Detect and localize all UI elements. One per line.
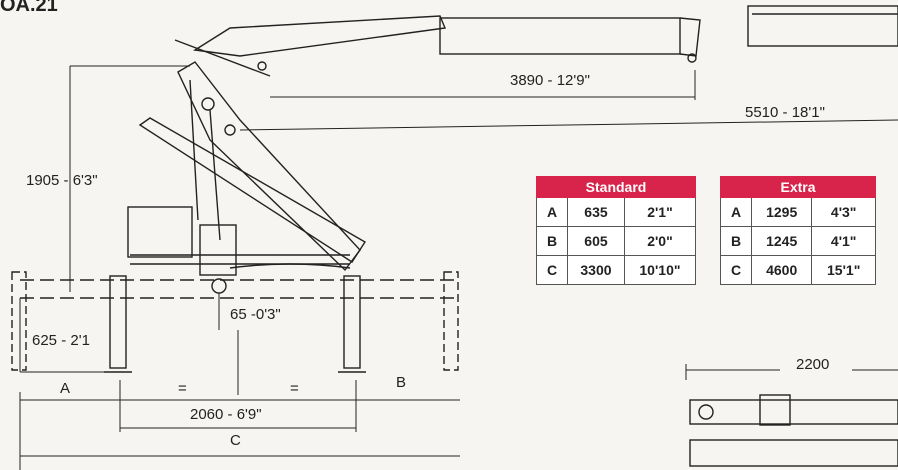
row-key: A bbox=[536, 197, 568, 227]
row-mm: 605 bbox=[567, 226, 625, 256]
label-a: A bbox=[60, 380, 71, 397]
label-c: C bbox=[230, 432, 241, 449]
standard-title: Standard bbox=[536, 176, 696, 198]
top-view bbox=[689, 394, 898, 467]
row-mm: 1295 bbox=[750, 197, 813, 227]
row-key: B bbox=[720, 226, 752, 256]
standard-table: Standard A 635 2'1" B 605 2'0" C 3300 10… bbox=[536, 176, 697, 285]
boom-extended bbox=[174, 5, 898, 77]
row-key: C bbox=[536, 255, 568, 285]
row-ft: 2'0" bbox=[623, 226, 697, 256]
dim-height-1905: 1905 - 6'3" bbox=[26, 172, 98, 189]
table-row: B 605 2'0" bbox=[536, 226, 697, 256]
table-row: A 1295 4'3" bbox=[720, 197, 876, 227]
table-row: C 3300 10'10" bbox=[536, 255, 697, 285]
extra-title: Extra bbox=[720, 176, 876, 198]
row-ft: 2'1" bbox=[623, 197, 697, 227]
table-row: C 4600 15'1" bbox=[720, 255, 876, 285]
table-row: B 1245 4'1" bbox=[720, 226, 876, 256]
dim-reach-3890: 3890 - 12'9" bbox=[510, 72, 590, 89]
row-key: B bbox=[536, 226, 568, 256]
row-key: A bbox=[720, 197, 752, 227]
row-ft: 4'3" bbox=[811, 197, 876, 227]
equal-mark-1: = bbox=[178, 380, 187, 397]
base-frame bbox=[11, 271, 460, 373]
crane-column bbox=[127, 61, 366, 294]
equal-mark-2: = bbox=[290, 380, 299, 397]
row-mm: 3300 bbox=[567, 255, 625, 285]
row-ft: 15'1" bbox=[811, 255, 876, 285]
dimension-lines bbox=[19, 65, 898, 470]
row-ft: 4'1" bbox=[811, 226, 876, 256]
dim-offset-65: 65 -0'3" bbox=[230, 306, 281, 323]
extra-table: Extra A 1295 4'3" B 1245 4'1" C 4600 15'… bbox=[720, 176, 876, 285]
row-ft: 10'10" bbox=[623, 255, 697, 285]
dim-width-2200: 2200 bbox=[796, 356, 830, 373]
row-key: C bbox=[720, 255, 752, 285]
dim-reach-5510: 5510 - 18'1" bbox=[745, 104, 825, 121]
model-code: OA.21 bbox=[0, 0, 58, 16]
row-mm: 4600 bbox=[750, 255, 813, 285]
dim-height-625: 625 - 2'1 bbox=[32, 332, 90, 349]
dim-width-2060: 2060 - 6'9" bbox=[190, 406, 262, 423]
table-row: A 635 2'1" bbox=[536, 197, 697, 227]
row-mm: 635 bbox=[567, 197, 625, 227]
label-b: B bbox=[396, 374, 407, 391]
row-mm: 1245 bbox=[750, 226, 813, 256]
